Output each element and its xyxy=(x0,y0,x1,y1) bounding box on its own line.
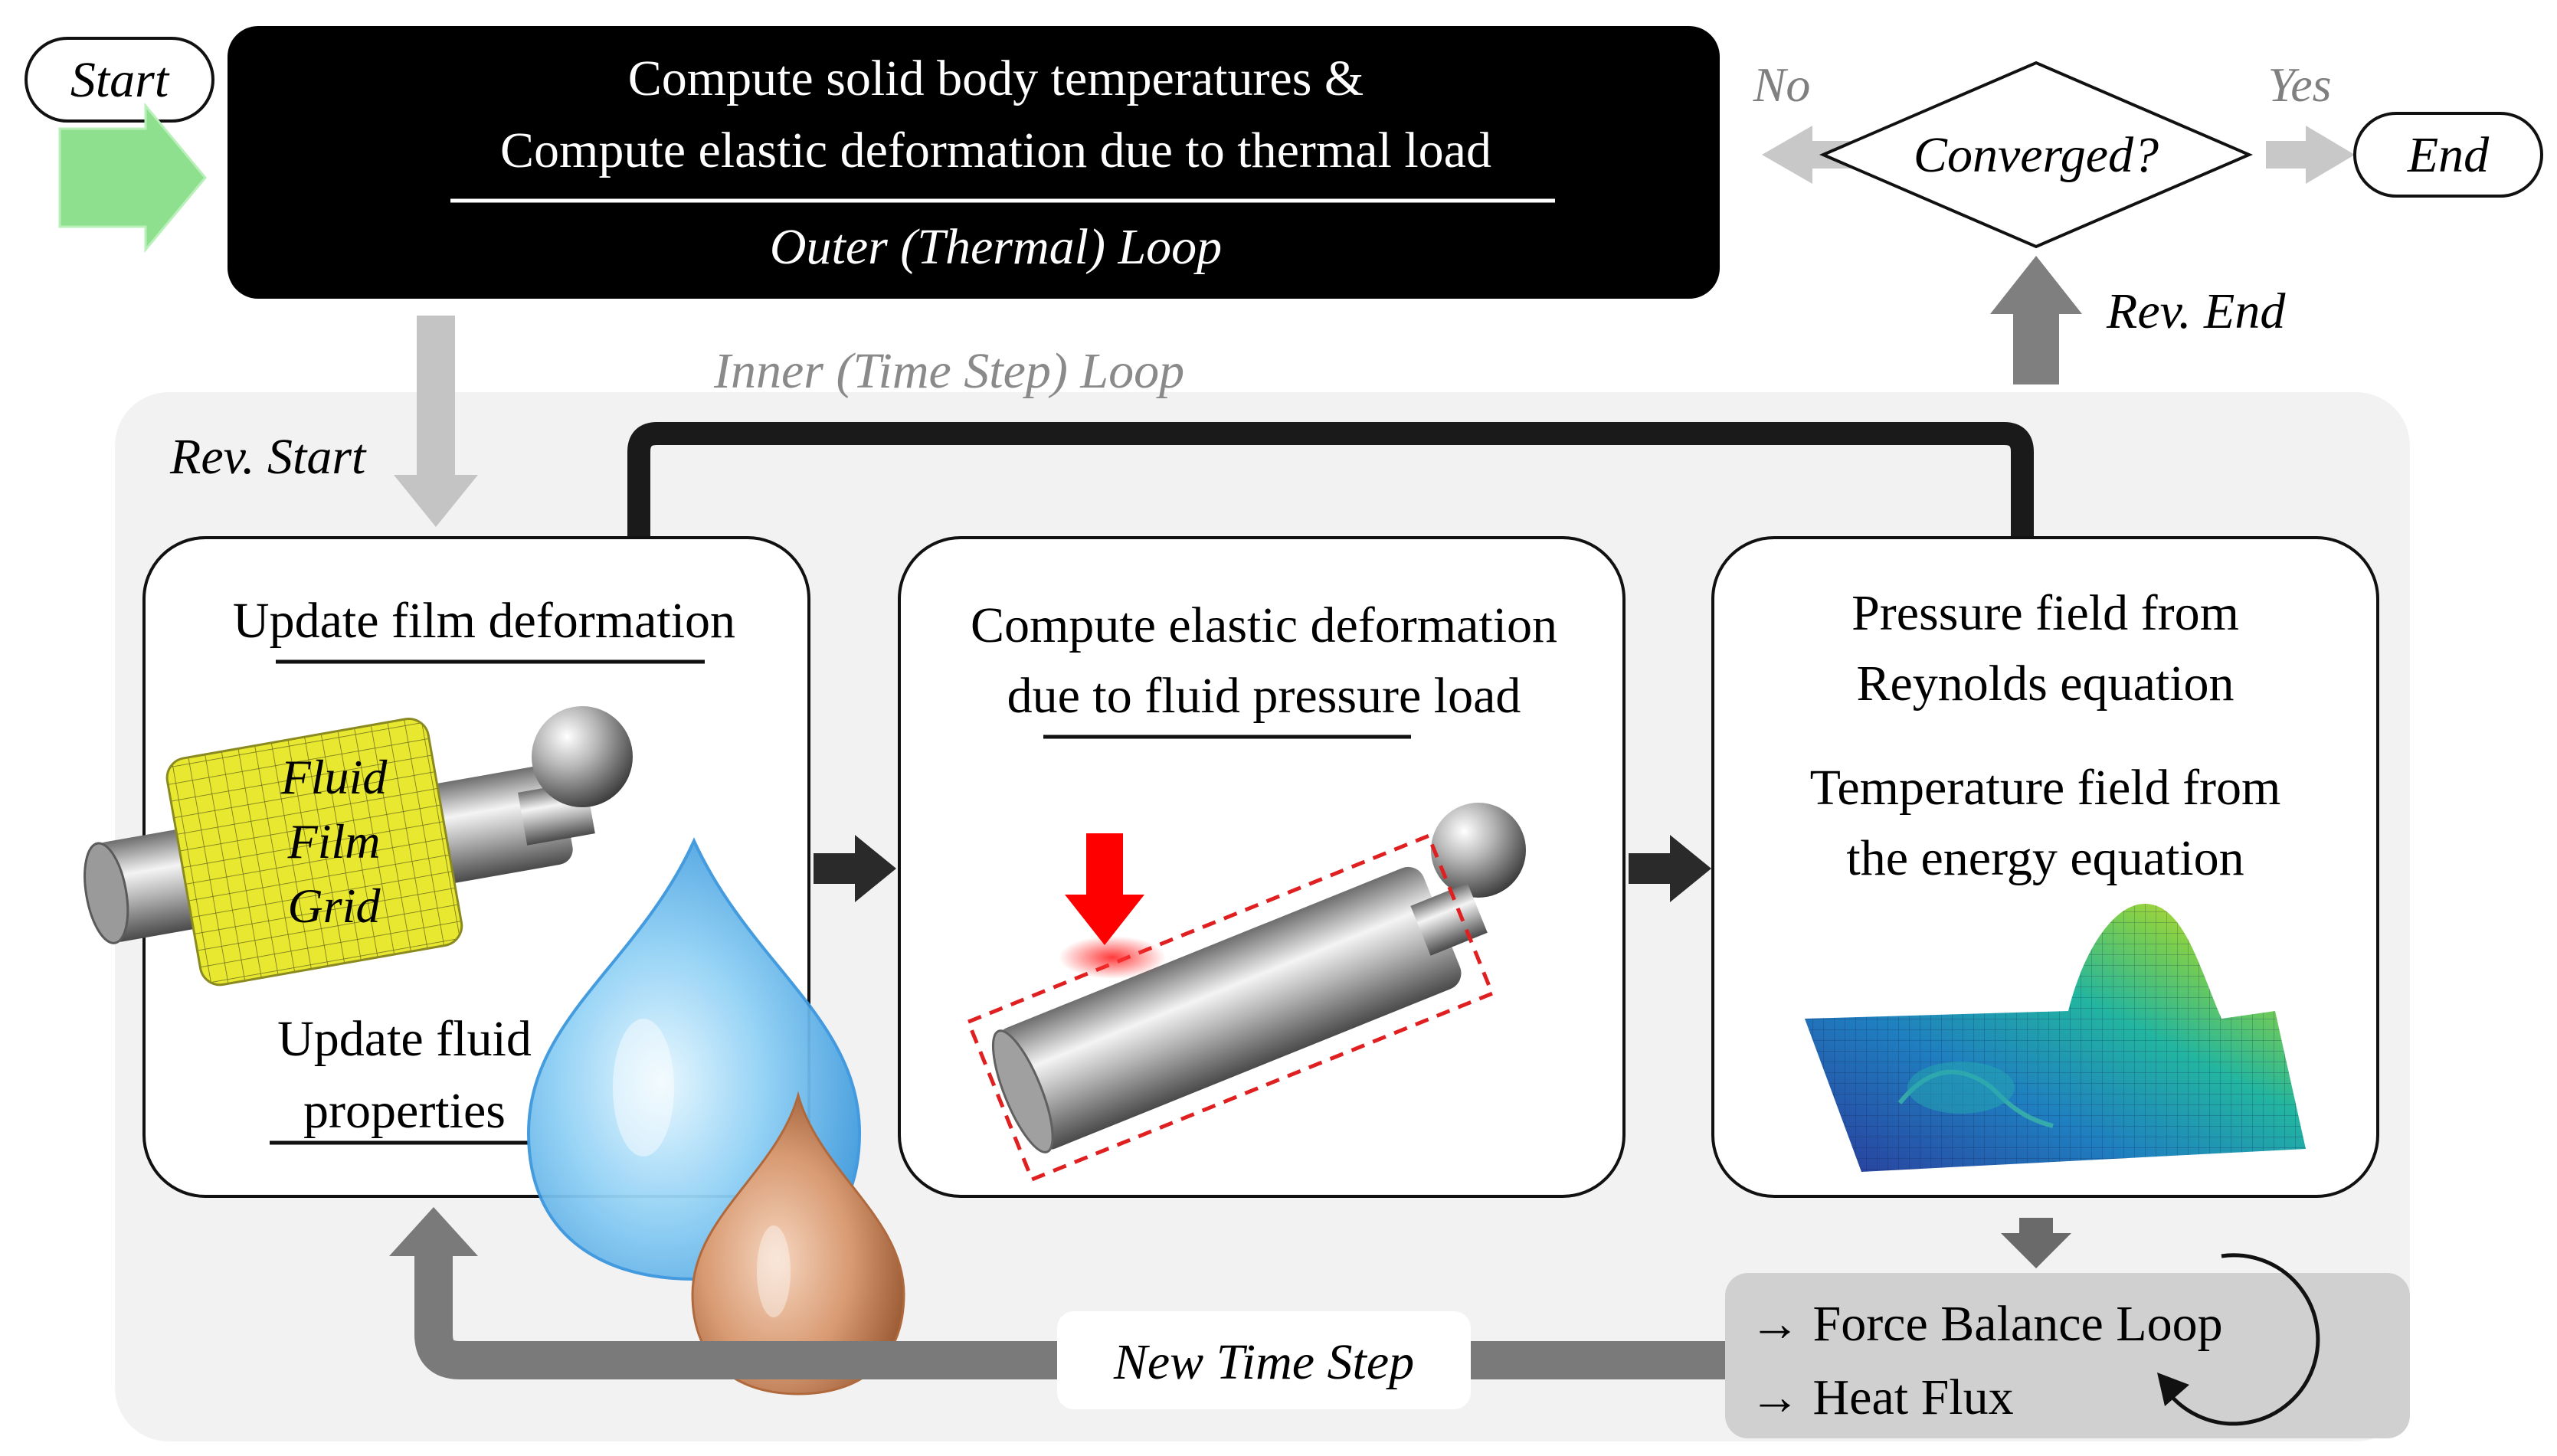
rev-end-label: Rev. End xyxy=(2106,283,2286,339)
outer-loop-box: Compute solid body temperatures & Comput… xyxy=(228,26,1720,299)
converged-decision: Converged? xyxy=(1819,61,2254,249)
outer-loop-label: Outer (Thermal) Loop xyxy=(770,219,1222,275)
box3-pressure-line2: Reynolds equation xyxy=(1856,656,2234,712)
box3-pressure-line1: Pressure field from xyxy=(1851,585,2239,641)
new-time-step-arrow xyxy=(414,1256,1725,1379)
end-terminal: End xyxy=(2353,112,2543,198)
pressure-surface-plot xyxy=(1805,904,2306,1172)
end-label: End xyxy=(2407,127,2490,183)
balance-line1: → Force Balance Loop xyxy=(1750,1296,2223,1352)
grid-label-2: Film xyxy=(287,814,381,869)
arrow-box3-to-balance xyxy=(2001,1218,2071,1268)
deformed-piston-illustration xyxy=(965,803,1526,1183)
balance-line2: → Heat Flux xyxy=(1750,1369,2014,1425)
box1-title: Update film deformation xyxy=(233,593,735,649)
rev-end-arrow xyxy=(1990,256,2082,384)
outer-line2: Compute elastic deformation due to therm… xyxy=(500,123,1491,178)
box3-temp-line1: Temperature field from xyxy=(1810,760,2281,816)
new-time-step-label-bg xyxy=(1057,1311,1471,1409)
outer-line1: Compute solid body temperatures & xyxy=(628,51,1364,106)
start-terminal: Start xyxy=(25,37,214,123)
fluid-props-line1: Update fluid xyxy=(277,1011,532,1067)
start-label: Start xyxy=(70,52,170,108)
force-balance-box: → Force Balance Loop → Heat Flux xyxy=(1725,1273,2410,1438)
loop-back-arrow xyxy=(627,422,2034,551)
inner-loop-label: Inner (Time Step) Loop xyxy=(713,343,1184,399)
arrow-box1-to-box2 xyxy=(814,835,896,902)
fluid-props-line2: properties xyxy=(303,1083,506,1139)
piston-film-grid-illustration: Fluid Film Grid xyxy=(83,706,633,986)
start-arrow xyxy=(60,106,205,250)
yes-label: Yes xyxy=(2267,57,2331,112)
oil-drop-illustration xyxy=(691,1091,905,1395)
grid-label-1: Fluid xyxy=(280,750,388,804)
no-label: No xyxy=(1753,57,1811,112)
box2-line1: Compute elastic deformation xyxy=(971,597,1557,653)
new-time-step-label: New Time Step xyxy=(1113,1334,1414,1390)
load-arrow xyxy=(1065,833,1144,945)
deformation-dashed-box xyxy=(965,833,1495,1183)
box3-temp-line2: the energy equation xyxy=(1846,830,2244,886)
arrow-box2-to-box3 xyxy=(1629,835,1711,902)
converged-arrow-yes xyxy=(2266,126,2355,184)
box2-line2: due to fluid pressure load xyxy=(1007,668,1521,724)
converged-label: Converged? xyxy=(1914,127,2159,183)
converged-arrow-no xyxy=(1762,126,1854,184)
outer-to-inner-arrow xyxy=(394,316,478,527)
grid-label-3: Grid xyxy=(288,879,381,933)
force-balance-cycle-icon xyxy=(2157,1253,2320,1426)
rev-start-label: Rev. Start xyxy=(169,429,367,485)
